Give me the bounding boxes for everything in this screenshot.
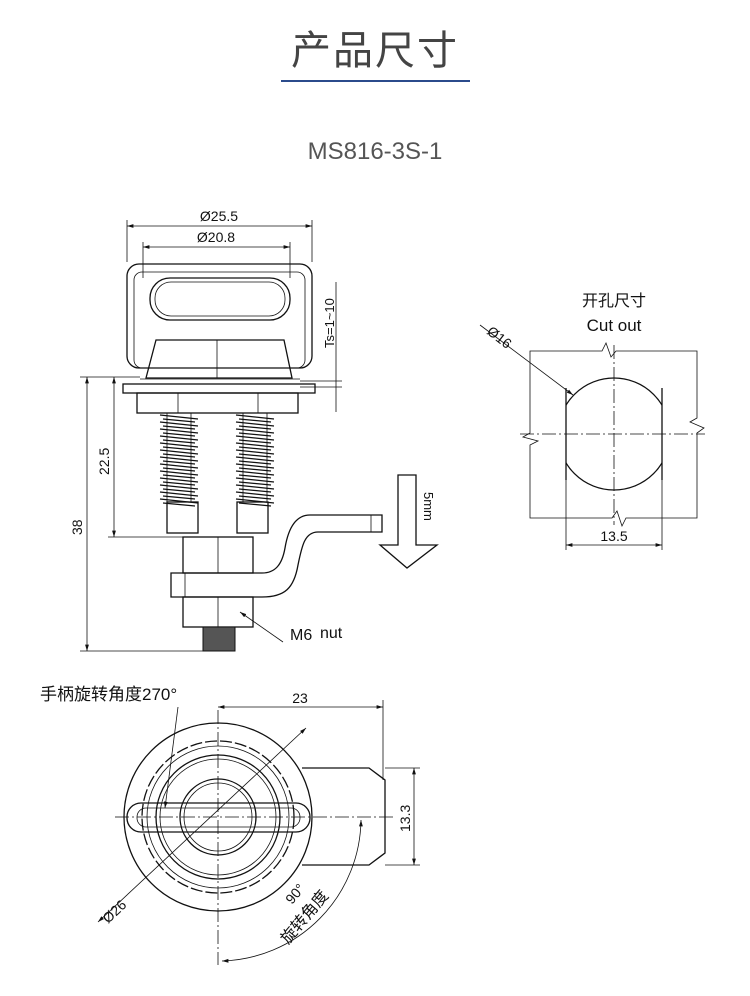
panel-washer — [122, 383, 316, 394]
cam-angle-label: 90° — [282, 880, 308, 907]
dim-top-height: 13.3 — [397, 805, 413, 832]
dim-outer-diameter: Ø25.5 — [200, 208, 238, 224]
spring-coil — [159, 414, 199, 423]
spring-coil — [159, 449, 199, 458]
dim-top-diameter: Ø26 — [99, 896, 129, 926]
spring-coil — [235, 414, 275, 423]
spring-left — [159, 412, 199, 507]
spring-coil — [235, 477, 275, 486]
dim-thickness: Ts=1~10 — [322, 298, 337, 348]
spring-coil — [159, 428, 199, 437]
spring-coil — [235, 442, 275, 451]
handle-base — [145, 339, 293, 379]
spring-end-right — [236, 501, 269, 534]
mounting-nut — [136, 392, 299, 414]
dim-cutout-width: 13.5 — [600, 528, 627, 544]
spring-coil — [235, 463, 275, 472]
spring-coil — [159, 435, 199, 444]
spring-coil — [159, 470, 199, 479]
spring-coil — [159, 442, 199, 451]
side-view: Ø25.5 Ø20.8 Ts=1~10 22.5 38 5mm M6 nut — [69, 208, 439, 652]
spring-coil — [235, 484, 275, 493]
spring-coil — [235, 449, 275, 458]
page-title: 产品尺寸 — [291, 28, 459, 74]
dim-top-length: 23 — [292, 690, 308, 706]
nut-label-nut: nut — [320, 625, 343, 642]
nut-label-m6: M6 — [290, 627, 312, 644]
dim-spring-height: 22.5 — [96, 448, 112, 475]
spring-coil — [159, 456, 199, 465]
handle-slot — [149, 277, 291, 321]
top-view: 手柄旋转角度270° Ø26 23 13.3 90° 旋转角度 — [40, 685, 420, 965]
title-underline — [281, 80, 470, 82]
spring-coil — [159, 463, 199, 472]
dim-inner-diameter: Ø20.8 — [197, 229, 235, 245]
travel-arrow-icon — [378, 474, 439, 569]
cutout-view: 开孔尺寸 Cut out Ø16 13.5 — [479, 292, 705, 550]
spring-coil — [159, 421, 199, 430]
spring-coil — [235, 421, 275, 430]
spring-end-left — [166, 501, 199, 534]
dim-total-height: 38 — [69, 519, 85, 535]
spring-right — [235, 412, 275, 507]
cutout-title-en: Cut out — [587, 316, 642, 335]
cam-block — [302, 767, 386, 866]
cutout-title-cn: 开孔尺寸 — [582, 292, 646, 310]
dim-travel: 5mm — [421, 492, 436, 521]
model-number: MS816-3S-1 — [307, 138, 443, 165]
spring-coil — [235, 428, 275, 437]
cam-lever — [170, 514, 383, 598]
threaded-stud — [202, 626, 236, 652]
spring-coil — [159, 477, 199, 486]
panel-outline — [521, 341, 705, 528]
handle-bar — [126, 802, 311, 833]
spring-coil — [235, 435, 275, 444]
handle-rotation-label: 手柄旋转角度270° — [40, 685, 177, 704]
spring-coil — [235, 456, 275, 465]
spring-coil — [159, 484, 199, 493]
spring-coil — [235, 470, 275, 479]
spring-coil — [159, 491, 199, 500]
spring-coil — [235, 491, 275, 500]
